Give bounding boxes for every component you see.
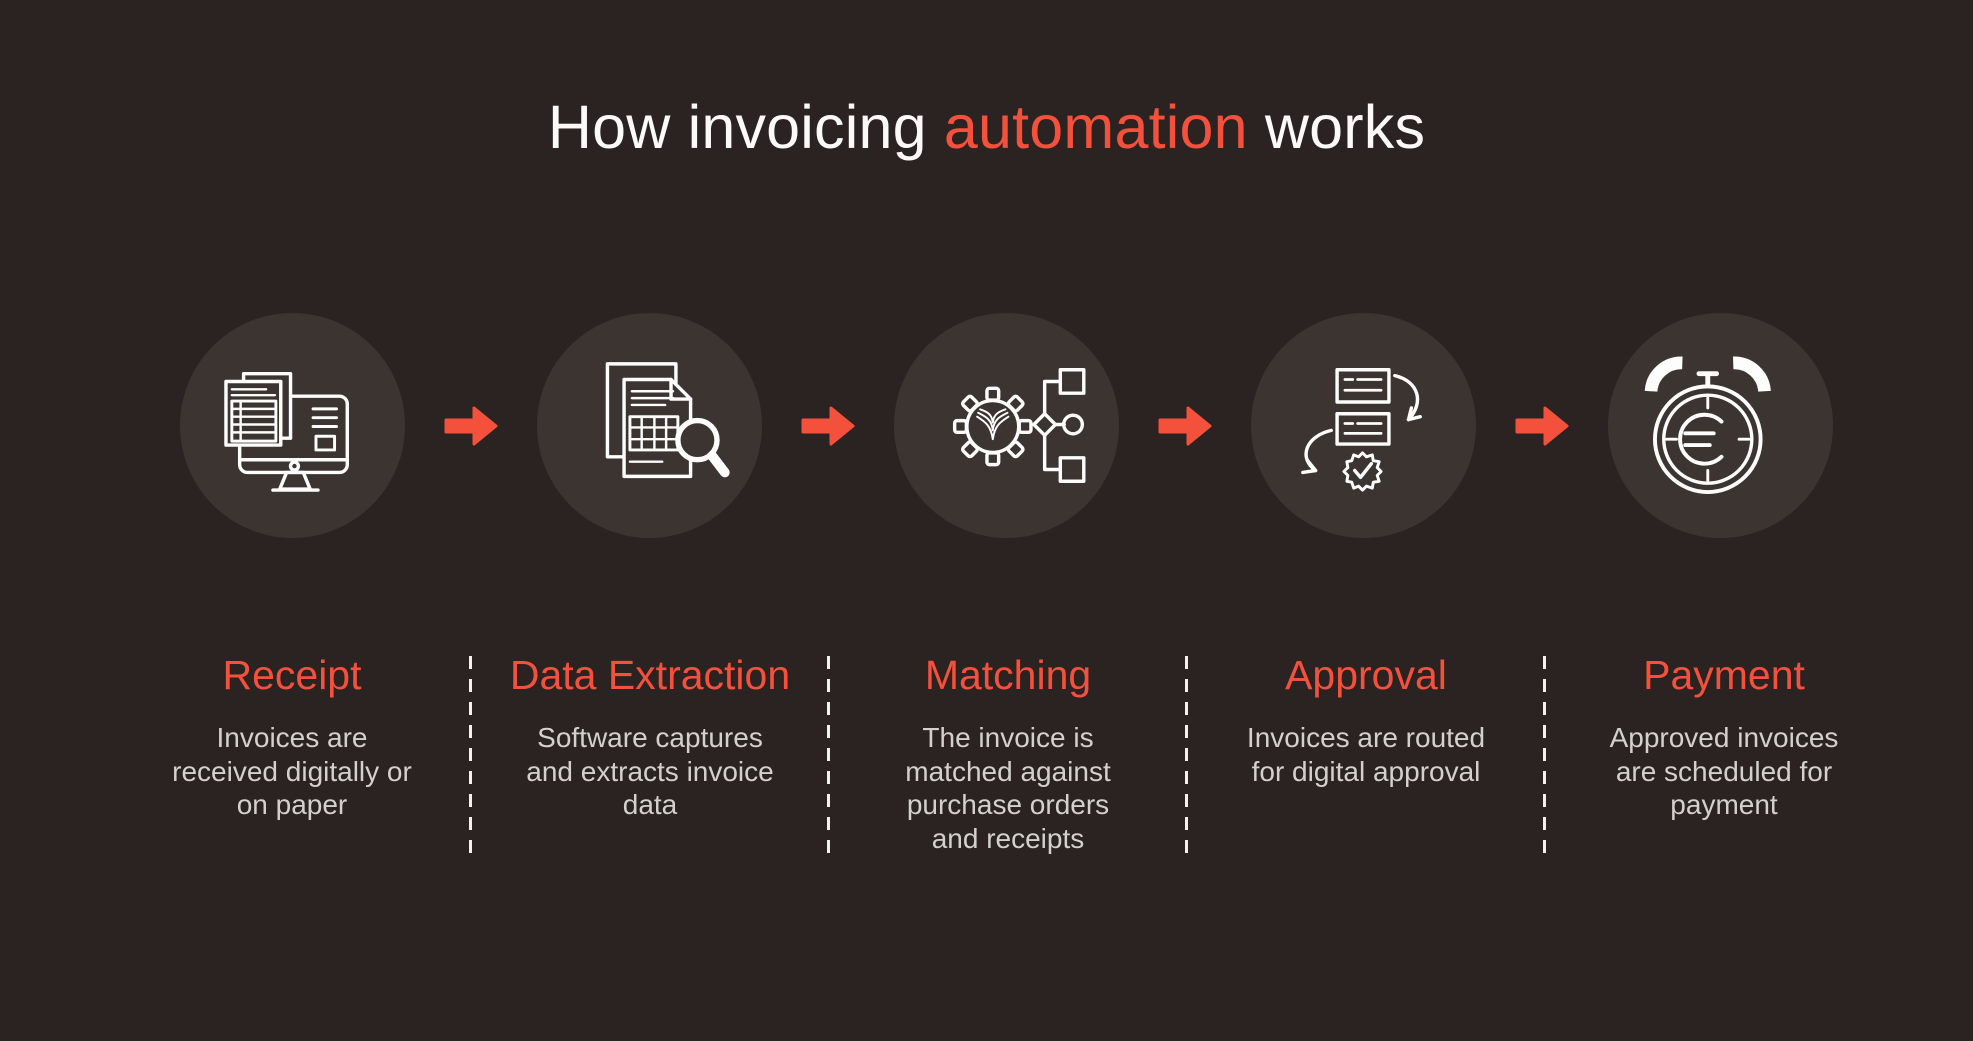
alarm-clock-euro-icon	[1644, 356, 1771, 494]
step-circle-approval	[1251, 313, 1476, 538]
step-circle-receipt	[180, 313, 405, 538]
step-circle-matching	[894, 313, 1119, 538]
step-text-data-extraction: Data Extraction Software captures and ex…	[471, 648, 830, 862]
step-description-matching: The invoice is matched against purchase …	[905, 722, 1111, 854]
page-title: How invoicing automation works	[0, 92, 1973, 162]
routing-approval-badge-icon	[1301, 368, 1422, 492]
step-title-approval: Approval	[1285, 652, 1447, 698]
step-description-payment: Approved invoices are scheduled for paym…	[1609, 722, 1839, 821]
gear-flowchart-icon	[952, 368, 1086, 483]
step-text-receipt: Receipt Invoices are received digitally …	[113, 648, 472, 862]
step-text-payment: Payment Approved invoices are scheduled …	[1545, 648, 1903, 856]
process-steps-row	[180, 313, 1833, 538]
step-description-receipt: Invoices are received digitally or on pa…	[172, 722, 412, 821]
right-arrow-icon	[1158, 406, 1212, 445]
step-description-approval: Invoices are routed for digital approval	[1246, 722, 1486, 787]
title-suffix: works	[1247, 93, 1426, 161]
right-arrow-icon	[801, 406, 855, 445]
step-title-receipt: Receipt	[222, 652, 362, 698]
step-text-matching: Matching The invoice is matched against …	[829, 648, 1188, 862]
step-labels-row: Receipt Invoices are received digitally …	[113, 648, 1903, 862]
step-circle-payment	[1608, 313, 1833, 538]
step-description-data-extraction: Software captures and extracts invoice d…	[526, 722, 774, 821]
step-circle-data-extraction	[537, 313, 762, 538]
right-arrow-icon	[444, 406, 498, 445]
step-title-matching: Matching	[924, 652, 1092, 698]
step-title-data-extraction: Data Extraction	[509, 652, 791, 698]
monitor-invoice-icon	[224, 371, 349, 492]
title-highlight: automation	[943, 93, 1248, 161]
step-text-approval: Approval Invoices are routed for digital…	[1187, 648, 1546, 862]
title-prefix: How invoicing	[547, 93, 944, 161]
step-title-payment: Payment	[1643, 652, 1805, 698]
document-magnifier-icon	[605, 362, 730, 479]
right-arrow-icon	[1515, 406, 1569, 445]
